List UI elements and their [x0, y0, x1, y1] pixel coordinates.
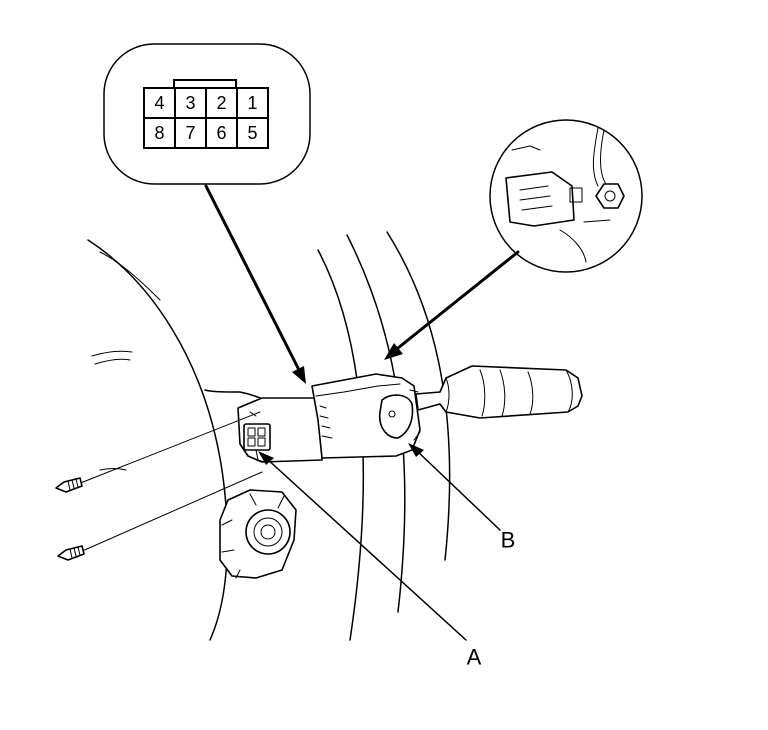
combination-switch-b	[311, 373, 421, 459]
detail-inset-circle	[489, 119, 643, 273]
mounting-screw-lower	[57, 471, 263, 561]
leader-arrows	[204, 184, 520, 384]
clock-spring-bracket	[219, 489, 297, 579]
connector-pinout-inset: 4 3 2 1 8 7 6 5	[103, 43, 311, 185]
pin-4: 4	[154, 93, 164, 113]
steering-column-outline	[87, 239, 269, 641]
pin-5: 5	[247, 123, 257, 143]
pin-6: 6	[216, 123, 226, 143]
pin-7: 7	[185, 123, 195, 143]
pin-1: 1	[247, 93, 257, 113]
pin-2: 2	[216, 93, 226, 113]
callout-a-label: A	[467, 645, 482, 670]
pin-3: 3	[185, 93, 195, 113]
switch-lever	[415, 365, 583, 419]
callout-b-label: B	[501, 528, 516, 553]
callout-leader-lines	[258, 443, 501, 641]
pin-8: 8	[154, 123, 164, 143]
connector-a	[243, 423, 271, 463]
mounting-screw-upper	[55, 411, 261, 493]
